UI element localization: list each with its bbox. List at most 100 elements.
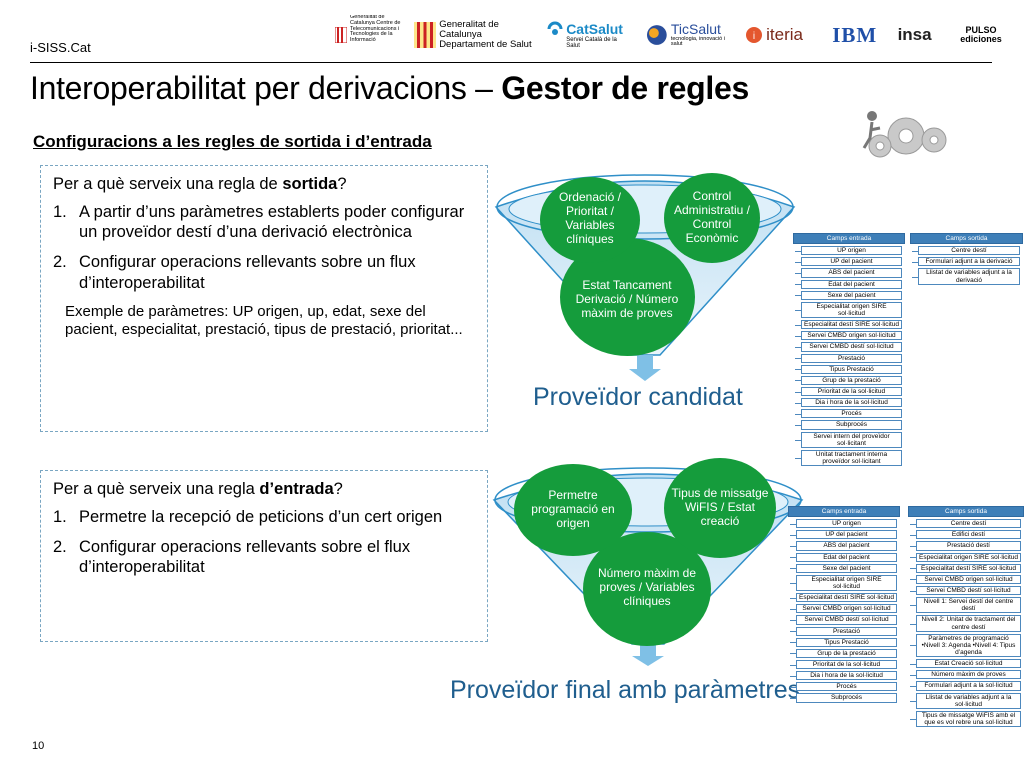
header-divider <box>30 62 992 63</box>
table-row: Servei CMBD origen sol·licitud <box>790 604 897 614</box>
funnel2-left-text: Permetre programació en origen <box>531 488 615 530</box>
funnel2-right-circle <box>664 458 776 558</box>
table-row: Subprocés <box>795 420 902 430</box>
table-row: Edat del pacient <box>790 552 897 562</box>
table-row: Llistat de variables adjunt a la derivac… <box>912 268 1020 285</box>
table-row: Nivell 2: Unitat de tractament del centr… <box>910 615 1021 632</box>
table-row: Prestació <box>795 353 902 363</box>
table-row: Formulari adjunt a la derivació <box>912 257 1020 267</box>
table-row: Prestació destí <box>910 541 1021 551</box>
gears-icon <box>862 111 947 158</box>
table-row: Tipus de missatge WiFIS amb el que es vo… <box>910 710 1021 728</box>
funnel2-bottom-circle <box>583 532 711 646</box>
list-item: 1.Permetre la recepció de peticions d’un… <box>53 508 443 527</box>
input-rule-question: Per a què serveix una regla d’entrada? <box>53 480 343 498</box>
output-rule-list: 1.A partir d’uns paràmetres establerts p… <box>53 202 477 293</box>
table-row: Prestació <box>790 626 897 636</box>
table-row: Sexe del pacient <box>795 290 902 300</box>
table-row: Especialitat origen SIRE sol·licitud <box>790 574 897 592</box>
table-row: Servei CMBD origen sol·licitud <box>795 331 902 341</box>
funnel2-left-circle <box>514 464 632 556</box>
table-row: Especialitat destí SIRE sol·licitud <box>790 593 897 603</box>
pulso-logo: PULSO ediciones <box>960 24 1002 44</box>
table-row: Especialitat destí SIRE sol·licitud <box>910 563 1021 573</box>
table-row: Dia i hora de la sol·licitud <box>790 671 897 681</box>
table-row: UP del pacient <box>790 530 897 540</box>
input-rule-list: 1.Permetre la recepció de peticions d’un… <box>53 507 477 577</box>
insa-logo: insa <box>897 25 932 45</box>
funnel2-label: Proveïdor final amb paràmetres <box>450 676 801 704</box>
table-row: Procés <box>795 409 902 419</box>
table-row: Llistat de variables adjunt a la sol·lic… <box>910 692 1021 709</box>
ticsalut-logo: TicSalut tecnologia, innovació i salut <box>646 22 737 48</box>
table-row: UP del pacient <box>795 257 902 267</box>
table-row: Subprocés <box>790 693 897 703</box>
table-row: Grup de la prestació <box>790 648 897 658</box>
table-row: ABS del pacient <box>795 268 902 278</box>
table-row: Grup de la prestació <box>795 375 902 385</box>
output-rule-question: Per a què serveix una regla de sortida? <box>53 175 347 193</box>
page-number: 10 <box>32 740 45 752</box>
table-row: Servei CMBD destí sol·licitud <box>910 585 1021 596</box>
table-row: ABS del pacient <box>790 541 897 551</box>
table-row: Nivell 1: Servei destí del centre destí <box>910 597 1021 614</box>
list-item: 1.A partir d’uns paràmetres establerts p… <box>53 203 465 242</box>
ibm-logo: IBM <box>832 22 878 47</box>
funnel1-bottom-text: Estat Tancament Derivació / Número màxim… <box>575 278 679 320</box>
table-row: Servei CMBD origen sol·licitud <box>910 574 1021 584</box>
table-row: Procés <box>790 682 897 692</box>
table-row: Prioritat de la sol·licitud <box>790 659 897 670</box>
input-rule-box: Per a què serveix una regla d’entrada? 1… <box>40 470 488 642</box>
table-row: Especialitat origen SIRE sol·licitud <box>795 301 902 319</box>
table-row: Centre destí <box>910 519 1021 529</box>
table-row: Edifici destí <box>910 530 1021 540</box>
table-row: Especialitat destí SIRE sol·licitud <box>795 320 902 330</box>
table-row: Número màxim de proves <box>910 670 1021 680</box>
logo-bar: Generalitat de Catalunya Centre de Telec… <box>335 10 1005 60</box>
table-row: Servei CMBD destí sol·licitud <box>795 342 902 352</box>
table-row: Edat del pacient <box>795 279 902 289</box>
svg-text:i: i <box>753 31 755 42</box>
table-row: Paràmetres de programació •Nivell 3: Age… <box>910 633 1021 658</box>
table-row: Formulari adjunt a la sol·licitud <box>910 681 1021 691</box>
funnel1-right-circle <box>664 173 760 263</box>
table-row: Servei intern del proveïdor sol·licitant <box>795 431 902 448</box>
funnel1-label: Proveïdor candidat <box>533 383 743 411</box>
iteria-logo: i iteria <box>745 26 824 44</box>
table-row: Tipus Prestació <box>790 637 897 647</box>
brand-label: i-SISS.Cat <box>30 40 91 55</box>
table-row: Prioritat de la sol·licitud <box>795 386 902 397</box>
table-header: Camps entrada <box>793 233 905 245</box>
gencat-ctti-logo: Generalitat de Catalunya Centre de Telec… <box>335 15 406 55</box>
catsalut-logo: CatSalut Servei Català de la Salut <box>547 21 638 49</box>
table-row: UP origen <box>790 519 897 529</box>
table-header: Camps entrada <box>788 506 900 518</box>
table-row: Servei CMBD destí sol·licitud <box>790 615 897 625</box>
funnel1-right-text: Control Administratiu / Control Econòmic <box>673 189 751 245</box>
table-header: Camps sortida <box>910 233 1023 245</box>
funnel1-left-text: Ordenació / Prioritat / Variables clíniq… <box>558 190 622 246</box>
table-row: Tipus Prestació <box>795 364 902 374</box>
table-row: Sexe del pacient <box>790 563 897 573</box>
table-header: Camps sortida <box>908 506 1024 518</box>
list-item: 2.Configurar operacions rellevants sobre… <box>53 253 416 292</box>
section-subtitle: Configuracions a les regles de sortida i… <box>33 132 432 151</box>
funnel2-bottom-text: Número màxim de proves / Variables clíni… <box>597 566 697 608</box>
funnel2-right-text: Tipus de missatge WiFIS / Estat creació <box>671 486 769 528</box>
table-row: Unitat tractament interna proveïdor sol·… <box>795 449 902 467</box>
parameters-example: Exemple de paràmetres: UP origen, up, ed… <box>65 302 463 338</box>
gencat-salut-logo: Generalitat de Catalunya Departament de … <box>414 20 539 50</box>
table-row: Especialitat origen SIRE sol·licitud <box>910 552 1021 562</box>
table-row: Estat Creació sol·licitud <box>910 659 1021 669</box>
funnel1-left-circle <box>540 177 640 263</box>
output-rule-box: Per a què serveix una regla de sortida? … <box>40 165 488 432</box>
list-item: 2.Configurar operacions rellevants sobre… <box>53 538 411 577</box>
table-row: Dia i hora de la sol·licitud <box>795 398 902 408</box>
page-title: Interoperabilitat per derivacions – Gest… <box>30 70 749 106</box>
table-row: UP origen <box>795 246 902 256</box>
table-row: Centre destí <box>912 246 1020 256</box>
